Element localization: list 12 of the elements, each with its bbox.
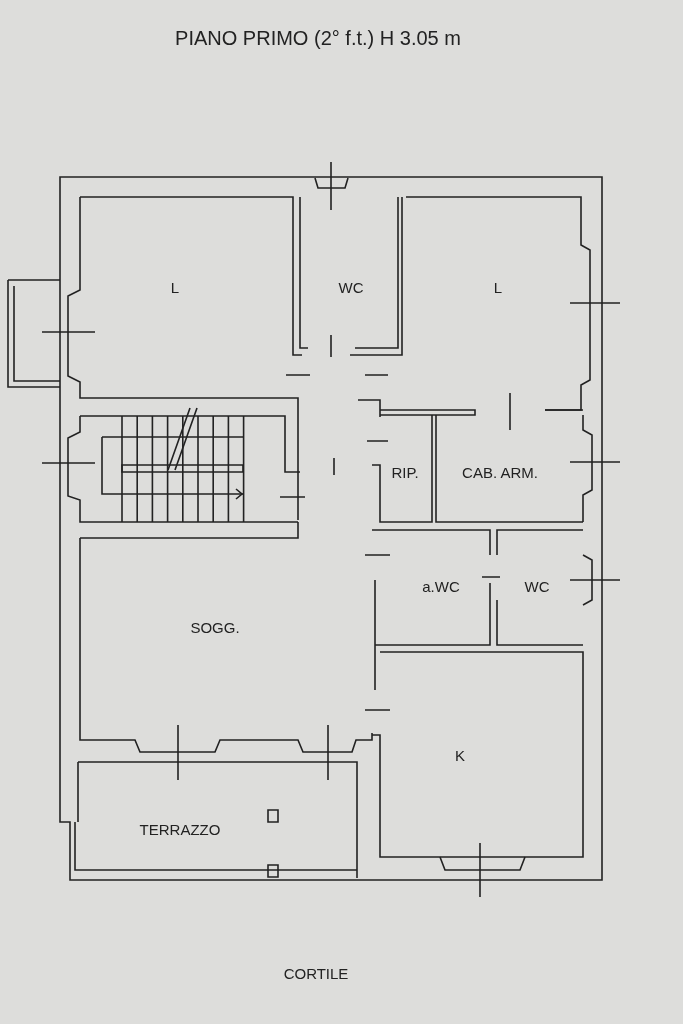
- room-label: L: [170, 278, 180, 296]
- area-label: CORTILE: [283, 964, 349, 982]
- room-label: K: [455, 746, 465, 764]
- room-label: RIP.: [391, 463, 419, 481]
- room-label: SOGG.: [190, 618, 240, 636]
- room-label: a.WC: [422, 577, 460, 595]
- room-label: L: [493, 278, 503, 296]
- room-label: WC: [338, 278, 364, 296]
- room-label: CAB. ARM.: [462, 463, 538, 481]
- room-label: TERRAZZO: [139, 820, 221, 838]
- room-label: WC: [524, 577, 550, 595]
- plan-title: PIANO PRIMO (2° f.t.) H 3.05 m: [175, 26, 461, 50]
